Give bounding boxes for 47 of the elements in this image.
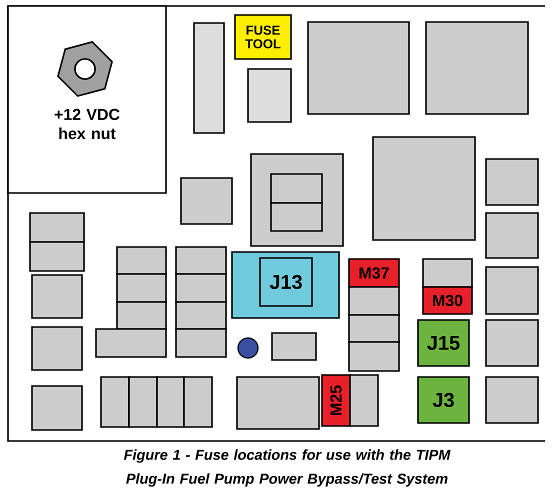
fuse-slot (29, 241, 85, 272)
fuse-slot: M30 (422, 286, 473, 315)
fuse-slot (31, 326, 83, 371)
fuse-slot (175, 246, 227, 275)
fuse-slot (95, 328, 167, 358)
fuse-slot (180, 177, 233, 225)
fuse-slot (485, 158, 539, 206)
fuse-slot: J15 (417, 319, 470, 367)
fuse-slot (183, 376, 213, 428)
fuse-slot (236, 376, 320, 430)
fuse-slot (247, 68, 292, 123)
fuse-slot (485, 212, 539, 259)
fuse-slot (348, 314, 400, 343)
figure-caption: Figure 1 - Fuse locations for use with the TIPM Plug-In Fuel Pump Power Bypass/Test System (124, 449, 451, 487)
relay-socket (372, 136, 476, 241)
fuse-tool-slot: FUSE TOOL (234, 14, 292, 60)
fuse-slot (349, 374, 379, 427)
fuse-slot (175, 301, 227, 330)
fuse-slot (128, 376, 158, 428)
fuse-slot (422, 258, 473, 288)
fuse-slot (270, 173, 323, 204)
hex-nut-panel: +12 VDC hex nut (7, 5, 167, 194)
fuse-slot (485, 266, 539, 315)
fuse-slot: J13 (259, 257, 313, 307)
fuse-slot (270, 202, 323, 232)
fuse-slot: M25 (321, 374, 351, 427)
fuse-slot (116, 301, 167, 330)
fuse-slot (175, 273, 227, 303)
fuse-slot (31, 274, 83, 319)
fuse-slot: M37 (348, 258, 400, 288)
fuse-slot (193, 22, 225, 134)
fuse-slot (485, 319, 539, 367)
fuse-slot (348, 341, 400, 372)
marker-dot (237, 337, 259, 359)
fuse-slot (31, 385, 83, 431)
fuse-slot (116, 273, 167, 303)
fuse-slot (485, 376, 539, 424)
fuse-slot (100, 376, 130, 428)
fuse-slot (348, 286, 400, 316)
fuse-slot (271, 332, 317, 361)
relay-socket (425, 21, 529, 115)
relay-socket (307, 21, 410, 115)
fuse-slot: J3 (417, 376, 470, 424)
fuse-slot (116, 246, 167, 275)
fuse-slot (156, 376, 185, 428)
fuse-slot (29, 212, 85, 243)
fuse-slot (175, 328, 227, 358)
